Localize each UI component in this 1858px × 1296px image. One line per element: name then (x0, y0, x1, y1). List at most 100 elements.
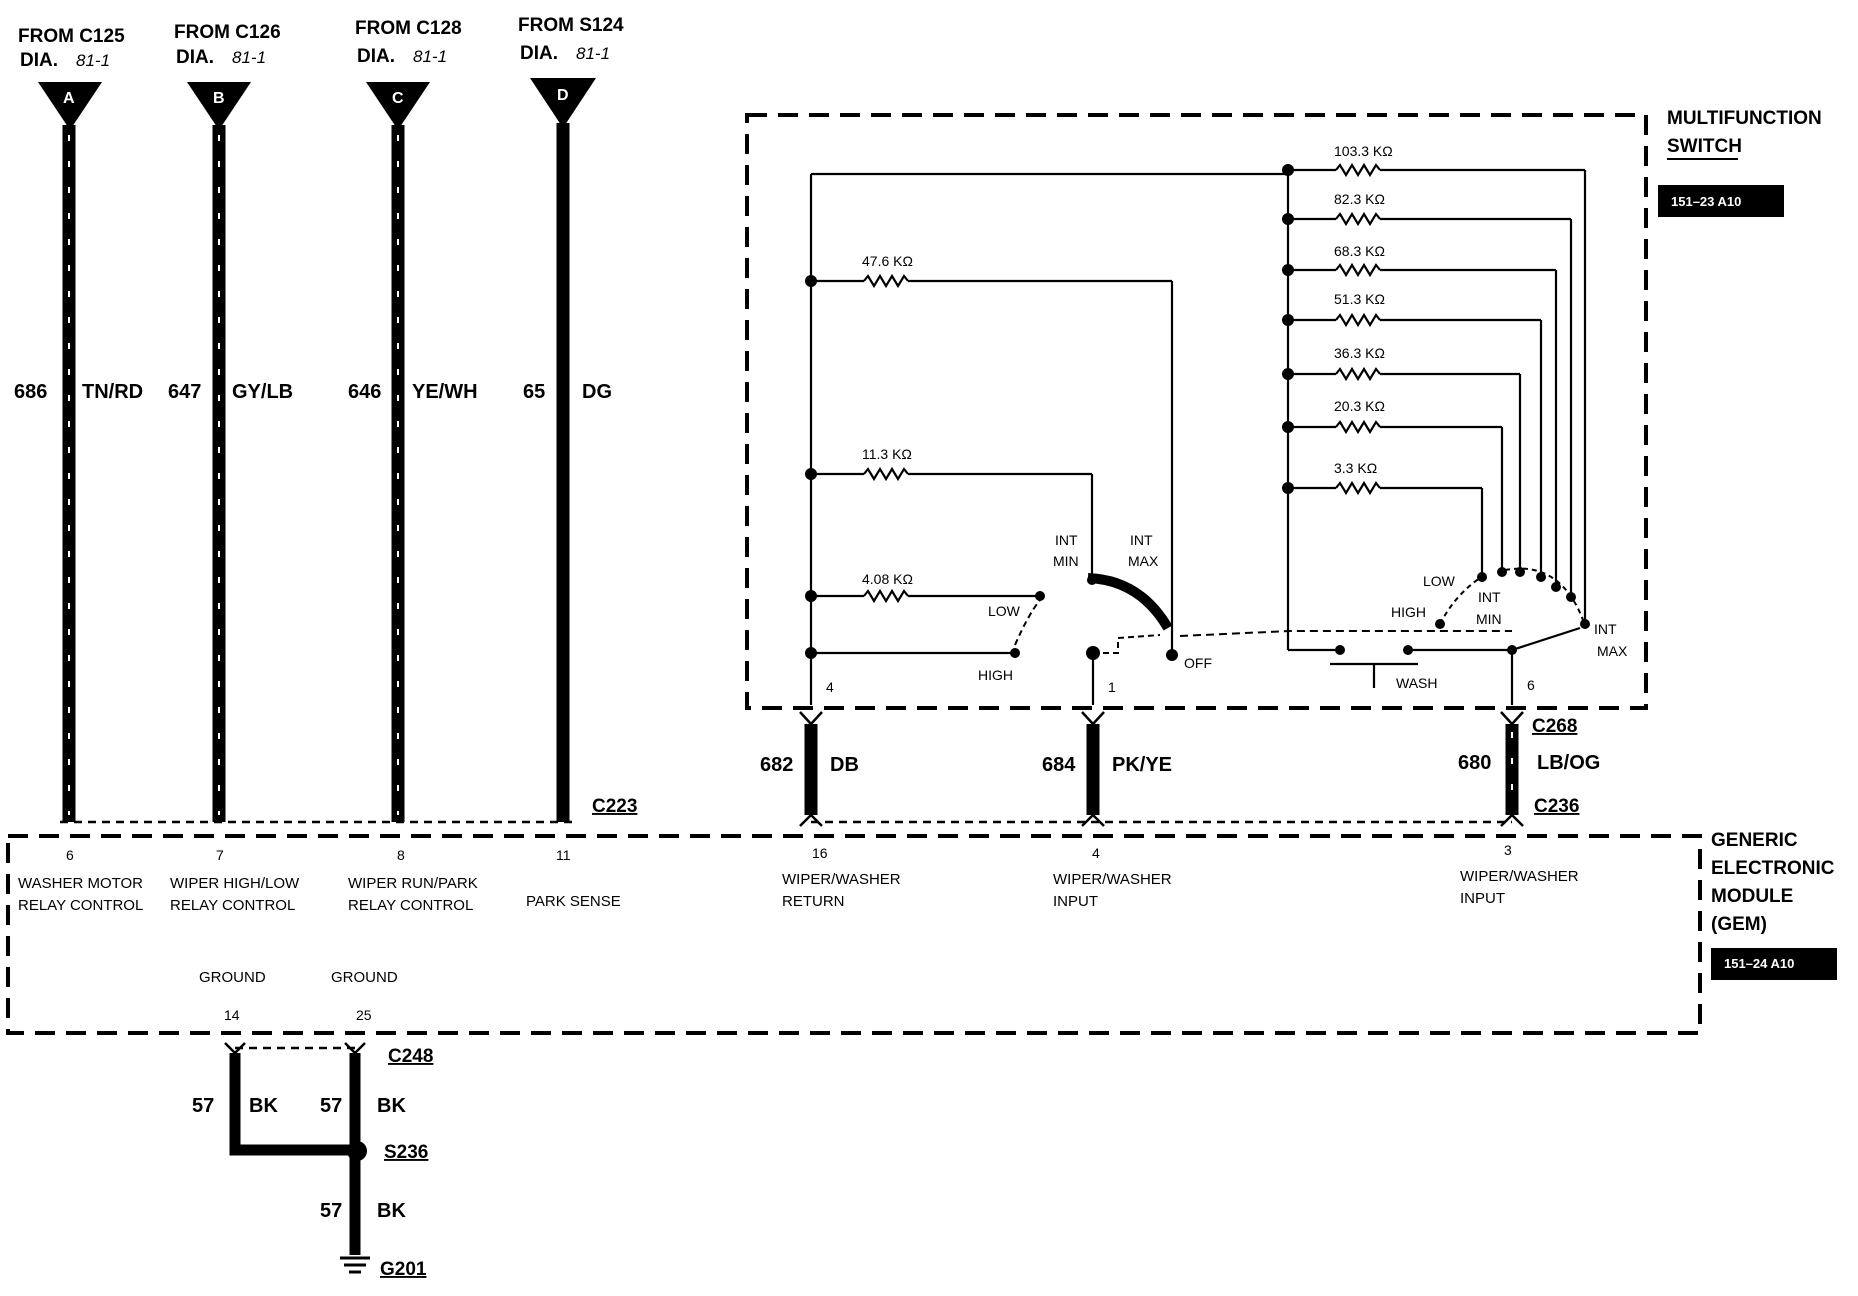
gem-pin-8-l1: WIPER RUN/PARK (348, 875, 478, 892)
mfs-pin-6: 6 (1527, 677, 1535, 693)
wire-65-color: DG (582, 381, 612, 403)
input-c-letter: C (392, 90, 404, 107)
input-d-dia: DIA. (520, 43, 558, 64)
wire-684-color: PK/YE (1112, 754, 1172, 776)
input-a-letter: A (63, 90, 75, 107)
ls-off: OFF (1184, 655, 1212, 671)
input-a: FROM C125 DIA. 81-1 A 686 TN/RD (14, 26, 143, 822)
connector-c-triangle (366, 82, 430, 130)
right-resistor-network: 103.3 KΩ 82.3 KΩ 68.3 KΩ 51.3 KΩ 36.3 KΩ… (1282, 143, 1587, 650)
gem-title-2: ELECTRONIC (1711, 858, 1835, 879)
connector-a-triangle (38, 82, 102, 130)
wire-686-number: 686 (14, 381, 47, 403)
ls-min: MIN (1053, 553, 1079, 569)
input-a-dia: DIA. (20, 50, 58, 71)
c223-label: C223 (592, 796, 637, 817)
gem-title-1: GENERIC (1711, 830, 1798, 851)
gem-pin-7-l1: WIPER HIGH/LOW (170, 875, 300, 892)
c236-label: C236 (1534, 796, 1579, 817)
ls-high: HIGH (978, 667, 1013, 683)
wire-647-color: GY/LB (232, 381, 293, 403)
input-b: FROM C126 DIA. 81-1 B 647 GY/LB (168, 22, 293, 822)
input-b-dia: DIA. (176, 47, 214, 68)
mfs-ref: 151–23 A10 (1671, 194, 1741, 209)
input-d-letter: D (557, 87, 569, 104)
gw-25-color: BK (377, 1095, 406, 1117)
connector-b-triangle (187, 82, 251, 130)
wire-684-group: 684 PK/YE (1042, 711, 1172, 827)
input-b-from: FROM C126 (174, 22, 281, 43)
input-d-from: FROM S124 (518, 15, 624, 36)
input-a-from: FROM C125 (18, 26, 125, 47)
res-3-3: 3.3 KΩ (1334, 460, 1377, 476)
gem-pin-6-l1: WASHER MOTOR (18, 875, 143, 892)
gem-pins: 6 WASHER MOTOR RELAY CONTROL 7 WIPER HIG… (18, 842, 1579, 1023)
input-b-dia-ref: 81-1 (232, 48, 266, 67)
res-20-3: 20.3 KΩ (1334, 398, 1385, 414)
ls-low: LOW (988, 603, 1021, 619)
wire-680-number: 680 (1458, 752, 1491, 774)
wash-label: WASH (1396, 675, 1437, 691)
res-4-08: 4.08 KΩ (862, 571, 913, 587)
gem-pin-6: 6 (66, 847, 74, 863)
res-36-3: 36.3 KΩ (1334, 345, 1385, 361)
rs-int: INT (1478, 589, 1501, 605)
wire-682-color: DB (830, 754, 859, 776)
gem-ground-2-pin: 25 (356, 1007, 372, 1023)
input-c-dia-ref: 81-1 (413, 47, 447, 66)
mfs-pin-1: 1 (1108, 679, 1116, 695)
ground-wire-14 (229, 1053, 355, 1156)
mfs-pin-4: 4 (826, 679, 834, 695)
res-103-3: 103.3 KΩ (1334, 143, 1393, 159)
actuator-link (1179, 630, 1512, 637)
input-d: FROM S124 DIA. 81-1 D 65 DG (518, 15, 624, 822)
gem-pin-7-l2: RELAY CONTROL (170, 897, 295, 914)
g201-label: G201 (380, 1259, 427, 1280)
input-d-dia-ref: 81-1 (576, 44, 610, 63)
gem-ref: 151–24 A10 (1724, 956, 1794, 971)
gem-pin-8: 8 (397, 847, 405, 863)
wire-680-color: LB/OG (1537, 752, 1600, 774)
gw-s236-color: BK (377, 1200, 406, 1222)
wire-686-color: TN/RD (82, 381, 143, 403)
mfs-title-1: MULTIFUNCTION (1667, 108, 1822, 129)
c248-label: C248 (388, 1046, 433, 1067)
wire-646-number: 646 (348, 381, 381, 403)
res-68-3: 68.3 KΩ (1334, 243, 1385, 259)
s236-label: S236 (384, 1142, 428, 1163)
gem-module-box (6, 834, 1702, 1035)
ls-int: INT (1055, 532, 1078, 548)
ground-wiring: C248 S236 57 BK 57 BK 57 BK G201 (192, 1042, 433, 1280)
gem-title-4: (GEM) (1711, 914, 1767, 935)
wire-65-number: 65 (523, 381, 545, 403)
gem-pin-16: 16 (812, 845, 828, 861)
gem-ref-box (1711, 948, 1837, 980)
rs-high: HIGH (1391, 604, 1426, 620)
splice-s236 (347, 1141, 367, 1161)
gw-14-number: 57 (192, 1095, 214, 1117)
gem-pin-3: 3 (1504, 842, 1512, 858)
connector-d-triangle (530, 78, 596, 128)
mfs-title-2: SWITCH (1667, 136, 1742, 157)
gem-ground-1-label: GROUND (199, 969, 266, 986)
gem-pin-6-l2: RELAY CONTROL (18, 897, 143, 914)
ls-max: MAX (1128, 553, 1159, 569)
gem-pin-4-l2: INPUT (1053, 893, 1098, 910)
rs-low: LOW (1423, 573, 1456, 589)
wash-switch: WASH (1288, 645, 1512, 691)
res-47-6: 47.6 KΩ (862, 253, 913, 269)
gem-ground-2-label: GROUND (331, 969, 398, 986)
mfs-ref-box (1658, 185, 1784, 217)
gw-s236-number: 57 (320, 1200, 342, 1222)
gem-ground-1-pin: 14 (224, 1007, 240, 1023)
res-11-3: 11.3 KΩ (862, 446, 912, 462)
gem-pin-11-l1: PARK SENSE (526, 893, 621, 910)
input-c: FROM C128 DIA. 81-1 C 646 YE/WH (348, 18, 478, 822)
gem-pin-3-l1: WIPER/WASHER (1460, 868, 1579, 885)
gem-pin-7: 7 (216, 847, 224, 863)
left-resistor-network: 47.6 KΩ 11.3 KΩ 4.08 KΩ (805, 172, 1288, 692)
ls-int-max: INT (1130, 532, 1153, 548)
input-c-from: FROM C128 (355, 18, 462, 39)
wire-682-group: 682 DB (760, 711, 859, 827)
